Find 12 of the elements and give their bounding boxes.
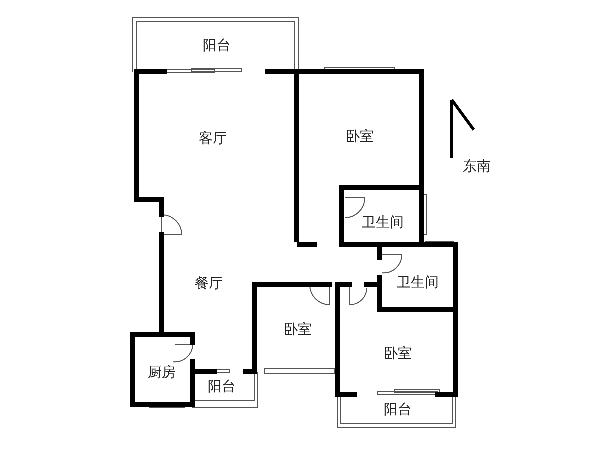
room-label: 阳台 [384, 401, 412, 419]
direction-label: 东南 [463, 158, 491, 176]
room-label: 卧室 [384, 345, 412, 363]
room-label: 阳台 [203, 37, 231, 55]
room-label: 卫生间 [397, 274, 439, 292]
room-label: 客厅 [199, 130, 227, 148]
room-label: 卧室 [346, 128, 374, 146]
room-label: 厨房 [148, 364, 176, 382]
room-label: 卫生间 [362, 214, 404, 232]
room-label: 卧室 [284, 321, 312, 339]
room-label: 餐厅 [195, 275, 223, 293]
room-label: 阳台 [208, 378, 236, 396]
